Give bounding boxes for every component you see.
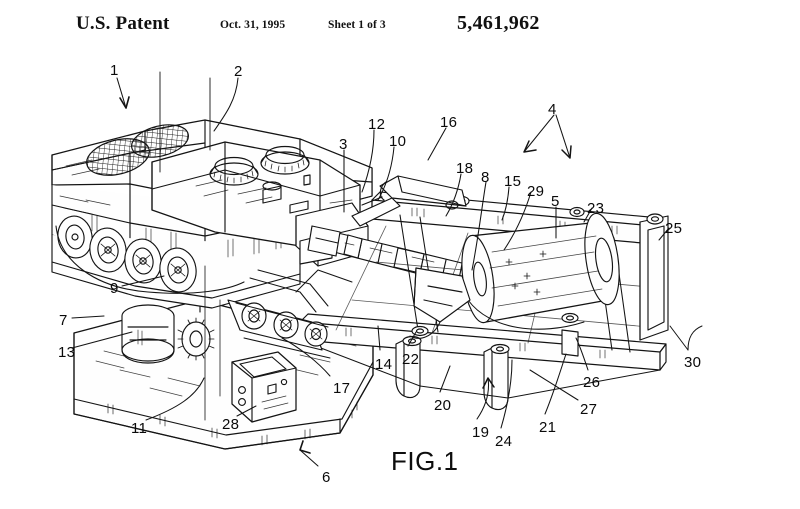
drive-motor-assembly <box>121 304 215 364</box>
control-box <box>231 351 297 423</box>
barrel-cradle-saddle <box>409 267 471 339</box>
reference-numeral-16: 16 <box>440 114 458 131</box>
support-leg-group <box>395 312 579 411</box>
cylindrical-drum-roller <box>461 212 620 330</box>
reference-numeral-21: 21 <box>539 419 557 436</box>
sheet-number-label: Sheet 1 of 3 <box>328 19 386 31</box>
reference-numeral-12: 12 <box>368 116 386 133</box>
patent-sheet-header: U.S. Patent Oct. 31, 1995 Sheet 1 of 3 5… <box>0 0 800 46</box>
road-wheel-bogie-set <box>55 215 245 294</box>
reference-numeral-28: 28 <box>222 416 240 433</box>
reference-numeral-18: 18 <box>456 160 474 177</box>
reference-numeral-23: 23 <box>587 200 605 217</box>
reference-numeral-17: 17 <box>333 380 351 397</box>
turret-hatch-left <box>209 156 259 186</box>
roller-chain-conveyor <box>227 269 353 359</box>
reference-numeral-8: 8 <box>481 169 490 186</box>
turret-hatch-right <box>260 145 310 175</box>
patent-office-label: U.S. Patent <box>76 13 170 34</box>
leader-lines <box>71 71 703 467</box>
figure-caption: FIG.1 <box>391 446 459 476</box>
reference-numeral-15: 15 <box>504 173 522 190</box>
reference-numeral-26: 26 <box>583 374 601 391</box>
reference-numeral-5: 5 <box>551 193 560 210</box>
reference-numeral-11: 11 <box>131 420 148 437</box>
reference-numeral-9: 9 <box>110 280 119 297</box>
reference-numeral-10: 10 <box>389 133 407 150</box>
reference-numeral-30: 30 <box>684 354 702 371</box>
reference-numeral-25: 25 <box>665 220 683 237</box>
patent-issue-date: Oct. 31, 1995 <box>220 19 286 31</box>
reference-numeral-7: 7 <box>59 312 68 329</box>
reference-numeral-29: 29 <box>527 183 545 200</box>
patent-number-label: 5,461,962 <box>457 12 540 34</box>
reference-numeral-24: 24 <box>495 433 513 450</box>
reference-numeral-2: 2 <box>234 63 243 80</box>
figure-line-art <box>51 71 703 467</box>
reference-numeral-20: 20 <box>434 397 452 414</box>
reference-numeral-6: 6 <box>322 469 331 486</box>
reference-numeral-14: 14 <box>375 356 393 373</box>
reference-numeral-3: 3 <box>339 136 348 153</box>
reference-numeral-27: 27 <box>580 401 598 418</box>
reference-numeral-22: 22 <box>402 351 420 368</box>
reference-numeral-4: 4 <box>548 101 557 118</box>
reference-numeral-19: 19 <box>472 424 490 441</box>
support-column <box>204 265 221 421</box>
reference-numeral-13: 13 <box>58 344 76 361</box>
reference-numeral-1: 1 <box>110 62 119 79</box>
